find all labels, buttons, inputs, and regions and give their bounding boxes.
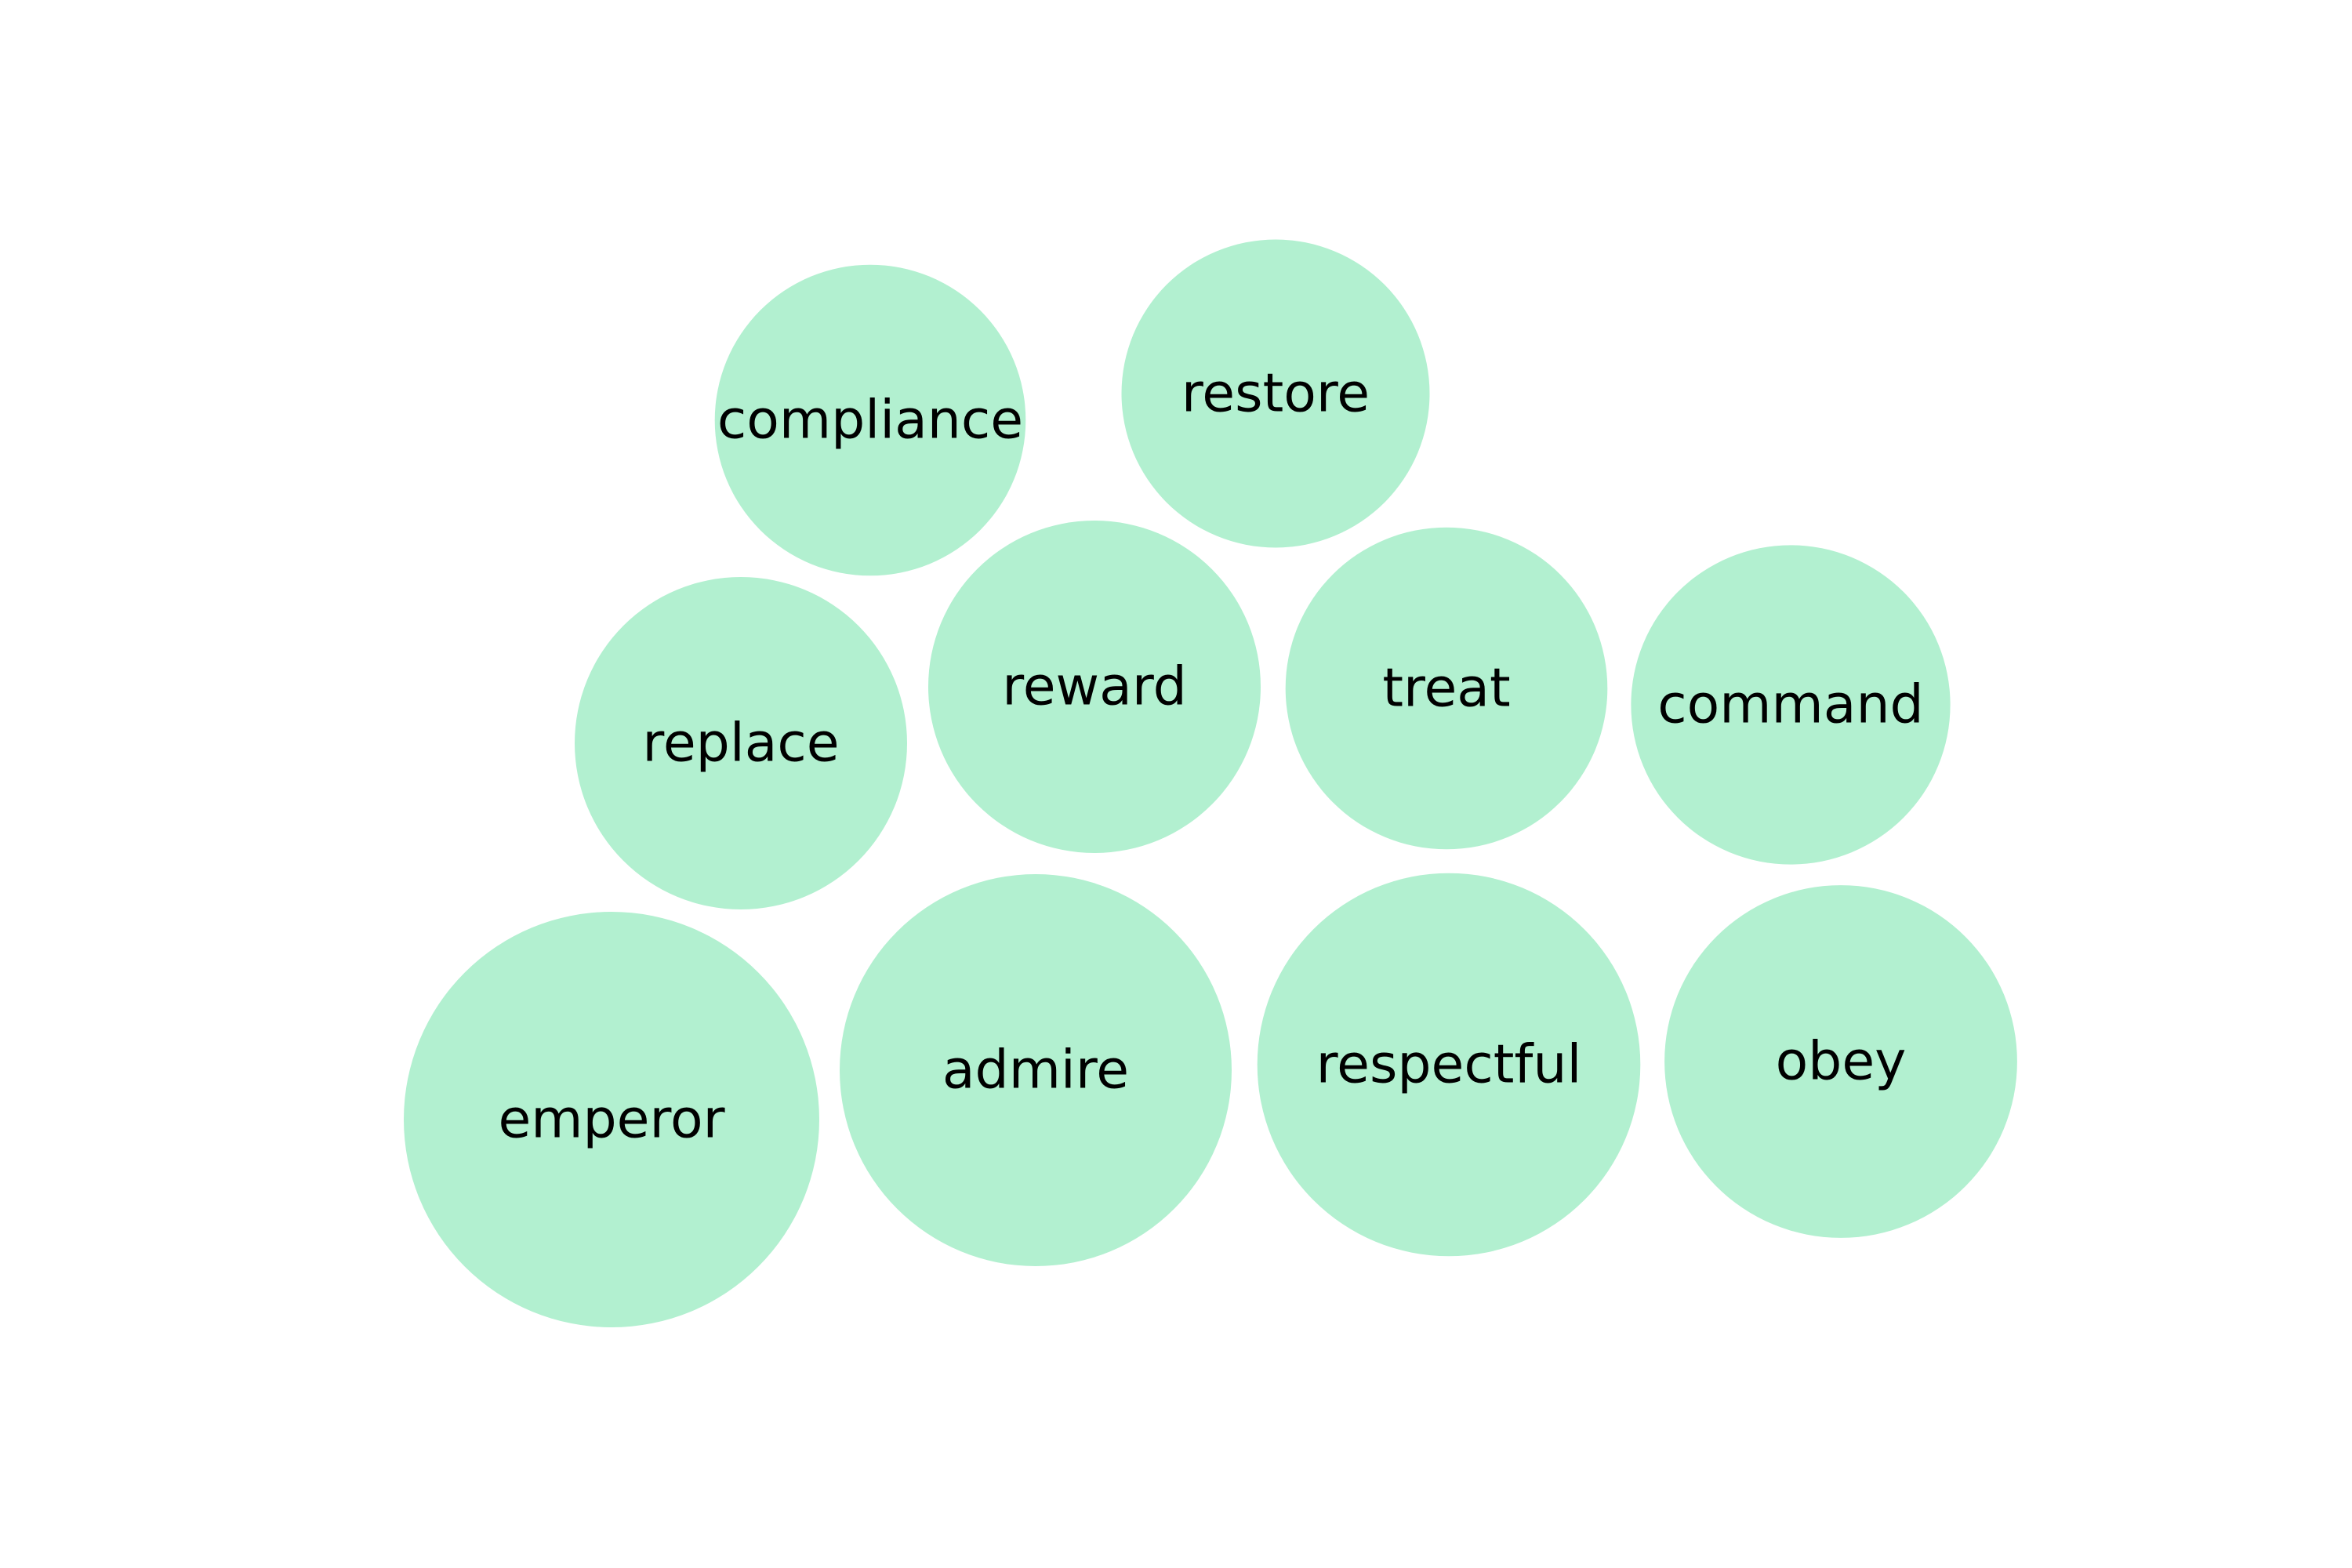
bubbles-group: emperor admire respectful obey reward replace…: [404, 239, 2017, 1327]
bubble-obey: [1664, 885, 2017, 1238]
bubble-label-replace: replace: [642, 713, 839, 775]
bubble-label-command: command: [1657, 674, 1923, 736]
bubble-label-restore: restore: [1181, 363, 1370, 425]
bubble-restore: [1121, 239, 1430, 548]
bubble-reward: [928, 521, 1261, 853]
bubble-compliance: [714, 264, 1026, 576]
bubble-label-obey: obey: [1776, 1031, 1907, 1093]
bubble-emperor: [404, 912, 819, 1327]
bubble-label-emperor: emperor: [498, 1089, 724, 1151]
bubble-replace: [575, 577, 907, 909]
bubble-label-compliance: compliance: [717, 390, 1023, 452]
bubble-admire: [840, 874, 1232, 1266]
bubble-label-reward: reward: [1002, 656, 1187, 718]
bubble-label-admire: admire: [942, 1040, 1129, 1102]
bubble-label-respectful: respectful: [1316, 1034, 1582, 1096]
bubble-respectful: [1257, 873, 1641, 1257]
bubble-treat: [1285, 527, 1608, 850]
bubble-label-treat: treat: [1382, 658, 1510, 720]
bubble-command: [1631, 545, 1951, 865]
